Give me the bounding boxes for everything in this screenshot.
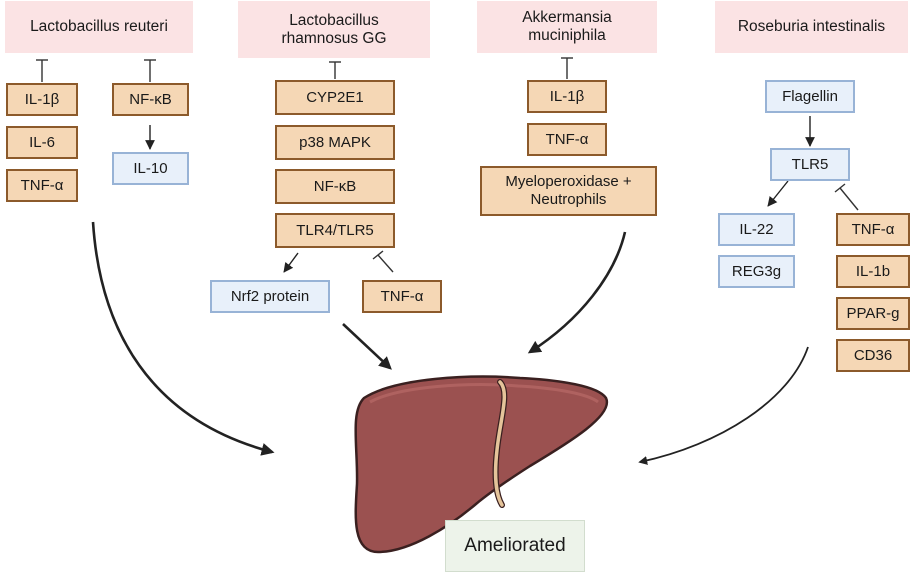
- marker-tnfa: TNF-α: [6, 169, 78, 202]
- marker-tnfa: TNF-α: [527, 123, 607, 156]
- marker-il22: IL-22: [718, 213, 795, 246]
- outcome-arrows: [91, 221, 809, 465]
- marker-ppar-g: PPAR-g: [836, 297, 910, 330]
- marker-il1b: IL-1b: [836, 255, 910, 288]
- marker-tlr5: TLR5: [770, 148, 850, 181]
- bacterium-roseburia-intestinalis: Roseburia intestinalis: [715, 1, 908, 53]
- liver-icon: [354, 375, 609, 554]
- bacterium-akkermansia-muciniphila: Akkermansia muciniphila: [477, 1, 657, 53]
- marker-cyp2e1: CYP2E1: [275, 80, 395, 115]
- marker-il1b: IL-1β: [6, 83, 78, 116]
- marker-nrf2-protein: Nrf2 protein: [210, 280, 330, 313]
- marker-nfkb: NF-κB: [275, 169, 395, 204]
- marker-tnfa: TNF-α: [362, 280, 442, 313]
- bacterium-lactobacillus-rhamnosus-gg: Lactobacillus rhamnosus GG: [238, 1, 430, 58]
- marker-tnfa: TNF-α: [836, 213, 910, 246]
- marker-cd36: CD36: [836, 339, 910, 372]
- marker-il10: IL-10: [112, 152, 189, 185]
- marker-flagellin: Flagellin: [765, 80, 855, 113]
- marker-p38-mapk: p38 MAPK: [275, 125, 395, 160]
- bacterium-lactobacillus-reuteri: Lactobacillus reuteri: [5, 1, 193, 53]
- marker-tlr4-tlr5: TLR4/TLR5: [275, 213, 395, 248]
- activation-connectors: [145, 116, 815, 273]
- marker-il1b: IL-1β: [527, 80, 607, 113]
- marker-reg3g: REG3g: [718, 255, 795, 288]
- marker-nfkb: NF-κB: [112, 83, 189, 116]
- outcome-ameliorated: Ameliorated: [445, 520, 585, 572]
- marker-il6: IL-6: [6, 126, 78, 159]
- marker-myeloperoxidase-neutrophils: Myeloperoxidase + Neutrophils: [480, 166, 657, 216]
- inhibition-connectors: [36, 57, 859, 273]
